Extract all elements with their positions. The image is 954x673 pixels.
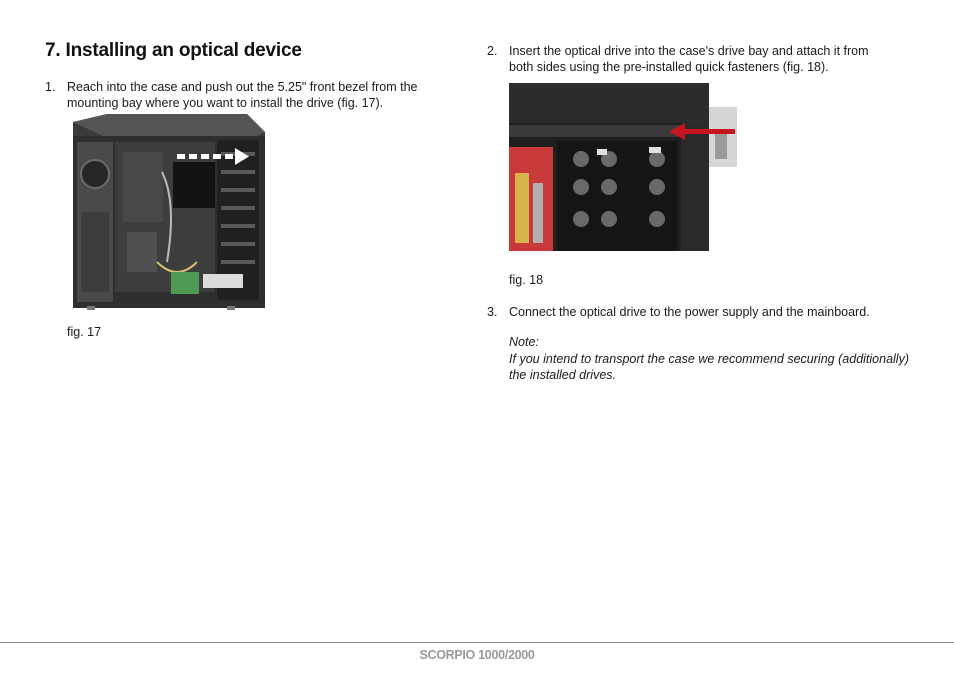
fig-17-caption: fig. 17 [67,325,102,339]
section-heading: 7. Installing an optical device [45,40,302,61]
note-body: If you intend to transport the case we r… [509,352,909,382]
step-2: 2. Insert the optical drive into the cas… [487,43,927,77]
step-3-line-1: Connect the optical drive to the power s… [509,305,870,319]
footer-divider [0,642,954,643]
step-1-line-2: mounting bay where you want to install t… [67,96,384,110]
step-2-line-2: both sides using the pre-installed quick… [509,60,829,74]
footer-product-name: SCORPIO 1000/2000 [419,648,535,662]
note-heading: Note: [509,335,539,349]
fig-18-caption: fig. 18 [509,273,544,287]
step-1-line-1: Reach into the case and push out the 5.2… [67,80,418,94]
step-3: 3. Connect the optical drive to the powe… [487,304,927,322]
step-2-number: 2. [487,44,498,58]
fig-17-case-photo [67,112,267,312]
step-2-line-1: Insert the optical drive into the case's… [509,44,869,58]
step-1: 1. Reach into the case and push out the … [45,79,465,113]
step-3-number: 3. [487,305,498,319]
step-1-number: 1. [45,80,56,94]
fig-18-drive-bay-photo [509,83,737,251]
